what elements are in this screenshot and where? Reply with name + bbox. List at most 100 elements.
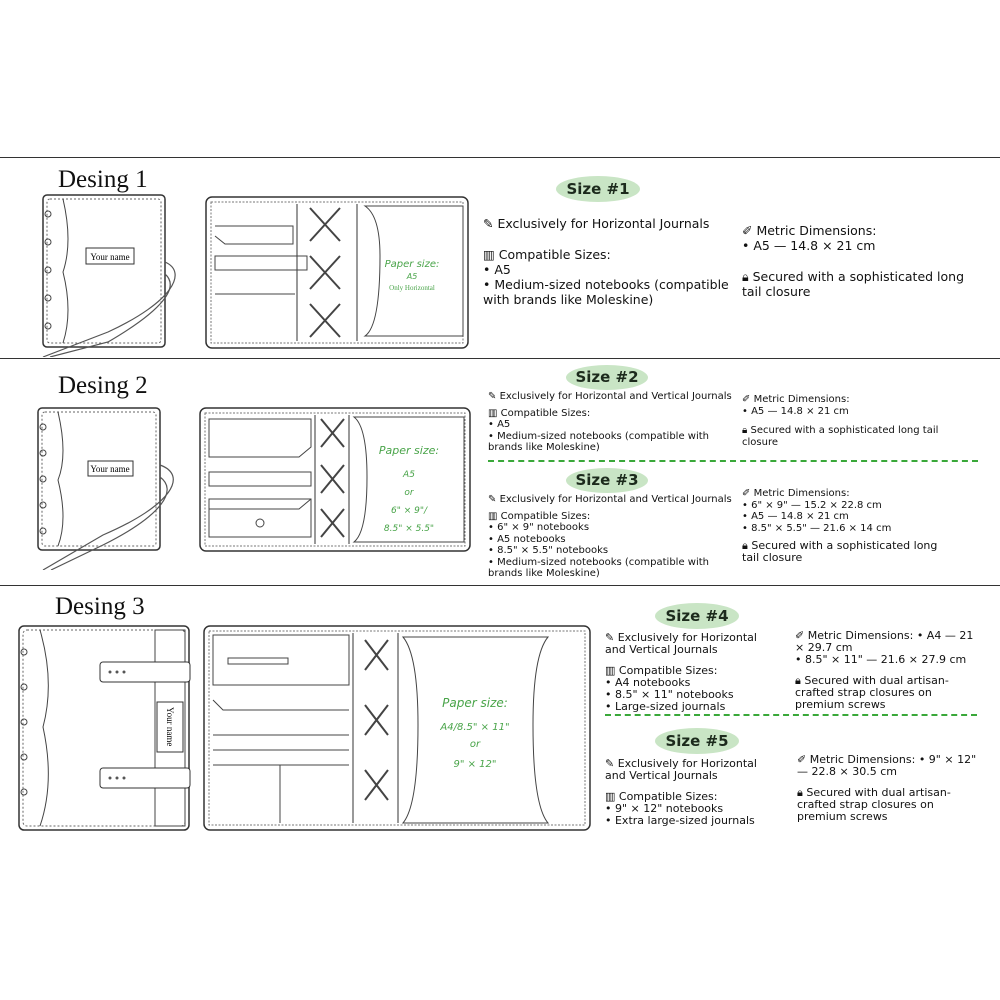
compat-title: Compatible Sizes: xyxy=(500,407,591,419)
paper-size-label: Paper size: xyxy=(385,259,440,270)
size-1-badge: Size #1 xyxy=(556,176,640,202)
compat-item: • A5 notebooks xyxy=(488,533,566,545)
books-icon: ▥ xyxy=(483,247,499,262)
ruler-icon: ✐ xyxy=(797,753,810,766)
compat-item: • Large-sized journals xyxy=(605,700,726,713)
size-5-metrics: ✐ Metric Dimensions: • 9" × 12" — 22.8 ×… xyxy=(797,754,977,823)
paper-size-value: A5 xyxy=(406,272,418,281)
design-2-frame xyxy=(0,358,1000,586)
design-1-cover: Your name xyxy=(42,194,176,357)
usage: Exclusively for Horizontal and Vertical … xyxy=(499,391,732,402)
paper-size-note: Only Horizontal xyxy=(389,284,435,292)
paper-size-value: 6" × 9"/ xyxy=(391,506,428,516)
ruler-icon: ✐ xyxy=(742,394,754,405)
metric-title: Metric Dimensions: xyxy=(756,223,877,238)
size-2-metrics: ✐ Metric Dimensions: • A5 — 14.8 × 21 cm… xyxy=(742,394,977,448)
compat-item: • A5 xyxy=(488,419,511,430)
design-1-title: Desing 1 xyxy=(58,166,148,193)
size-4-details: ✎ Exclusively for Horizontal and Vertica… xyxy=(605,632,780,713)
compat-title: Compatible Sizes: xyxy=(498,247,611,262)
compat-title: Compatible Sizes: xyxy=(618,790,718,803)
lock-icon: 🔒︎ xyxy=(742,269,753,284)
size-2-badge: Size #2 xyxy=(566,365,648,390)
metric-item: • 8.5" × 5.5" — 21.6 × 14 cm xyxy=(742,522,892,534)
ruler-icon: ✐ xyxy=(742,488,754,499)
design-3-open-view: Paper size: A4/8.5" × 11" or 9" × 12" xyxy=(203,625,591,831)
size-3-details: ✎ Exclusively for Horizontal and Vertica… xyxy=(488,494,733,580)
name-plate: Your name xyxy=(90,464,129,474)
paper-size-value: A5 xyxy=(402,470,415,480)
books-icon: ▥ xyxy=(605,790,619,803)
metric-title: Metric Dimensions: xyxy=(753,488,850,499)
design-1-open-view: Paper size: A5 Only Horizontal xyxy=(205,196,469,349)
paper-size-or: or xyxy=(470,739,481,750)
metric-title: Metric Dimensions: • 9" × 12" — 22.8 × 3… xyxy=(797,753,977,778)
metric-item: • 6" × 9" — 15.2 × 22.8 cm xyxy=(742,499,882,511)
closure: Secured with a sophisticated long tail c… xyxy=(742,425,939,448)
metric-item: • A5 — 14.8 × 21 cm xyxy=(742,405,849,417)
usage: Exclusively for Horizontal and Vertical … xyxy=(499,494,732,505)
usage: Exclusively for Horizontal and Vertical … xyxy=(605,631,757,656)
compat-item: • 9" × 12" notebooks xyxy=(605,802,724,815)
paper-size-label: Paper size: xyxy=(442,696,508,710)
size-5-details: ✎ Exclusively for Horizontal and Vertica… xyxy=(605,758,780,827)
compat-item: • 6" × 9" notebooks xyxy=(488,522,590,533)
divider xyxy=(605,714,977,716)
books-icon: ▥ xyxy=(488,510,501,522)
closure: Secured with dual artisan-crafted strap … xyxy=(795,674,949,711)
compat-item: • A4 notebooks xyxy=(605,676,691,689)
ruler-icon: ✐ xyxy=(795,629,808,642)
size-3-badge: Size #3 xyxy=(566,468,648,493)
books-icon: ▥ xyxy=(605,664,619,677)
metric-item: • 8.5" × 11" — 21.6 × 27.9 cm xyxy=(795,653,967,666)
paper-size-or: or xyxy=(404,488,415,498)
compat-item: • Extra large-sized journals xyxy=(605,814,755,827)
closure: Secured with dual artisan-crafted strap … xyxy=(797,786,951,823)
closure: Secured with a sophisticated long tail c… xyxy=(742,539,938,564)
pencil-icon: ✎ xyxy=(605,757,618,770)
design-2-open-view: Paper size: A5 or 6" × 9"/ 8.5" × 5.5" xyxy=(199,407,471,552)
lock-icon: 🔒︎ xyxy=(742,539,752,552)
paper-size-value: 8.5" × 5.5" xyxy=(384,524,434,534)
design-3-title: Desing 3 xyxy=(55,593,145,620)
size-3-metrics: ✐ Metric Dimensions: • 6" × 9" — 15.2 × … xyxy=(742,488,977,564)
ruler-icon: ✐ xyxy=(742,223,757,238)
pencil-icon: ✎ xyxy=(488,494,500,505)
size-5-badge: Size #5 xyxy=(655,728,739,754)
size-4-badge: Size #4 xyxy=(655,603,739,629)
usage: Exclusively for Horizontal and Vertical … xyxy=(605,757,757,782)
name-plate: Your name xyxy=(90,252,129,262)
metric-item: • A5 — 14.8 × 21 cm xyxy=(742,511,849,522)
divider xyxy=(488,460,978,462)
compat-item: • A5 xyxy=(483,262,511,277)
size-4-metrics: ✐ Metric Dimensions: • A4 — 21 × 29.7 cm… xyxy=(795,630,980,711)
design-2-cover: Your name xyxy=(37,407,174,570)
metric-title: Metric Dimensions: xyxy=(753,394,850,405)
compat-item: • Medium-sized notebooks (compatible wit… xyxy=(488,556,709,580)
design-2-title: Desing 2 xyxy=(58,372,148,399)
closure: Secured with a sophisticated long tail c… xyxy=(742,269,965,299)
compat-item: • 8.5" × 11" notebooks xyxy=(605,688,734,701)
pencil-icon: ✎ xyxy=(605,631,618,644)
lock-icon: 🔒︎ xyxy=(797,786,807,799)
compat-title: Compatible Sizes: xyxy=(618,664,718,677)
pencil-icon: ✎ xyxy=(483,216,498,231)
paper-size-value: 9" × 12" xyxy=(453,759,496,770)
metric-item: • A5 — 14.8 × 21 cm xyxy=(742,238,876,253)
design-3-cover: Your name xyxy=(18,625,191,831)
paper-size-label: Paper size: xyxy=(379,444,439,457)
compat-item: • Medium-sized notebooks (compatible wit… xyxy=(483,277,729,307)
compat-title: Compatible Sizes: xyxy=(500,510,591,522)
size-2-details: ✎ Exclusively for Horizontal and Vertica… xyxy=(488,391,733,454)
compat-item: • Medium-sized notebooks (compatible wit… xyxy=(488,430,709,454)
lock-icon: 🔒︎ xyxy=(742,425,751,436)
name-plate: Your name xyxy=(165,707,175,746)
lock-icon: 🔒︎ xyxy=(795,674,805,687)
paper-size-value: A4/8.5" × 11" xyxy=(439,722,509,733)
metric-title: Metric Dimensions: • A4 — 21 × 29.7 cm xyxy=(795,629,974,654)
books-icon: ▥ xyxy=(488,407,501,419)
size-1-metrics: ✐ Metric Dimensions: • A5 — 14.8 × 21 cm… xyxy=(742,223,977,299)
pencil-icon: ✎ xyxy=(488,391,500,402)
compat-item: • 8.5" × 5.5" notebooks xyxy=(488,545,609,556)
